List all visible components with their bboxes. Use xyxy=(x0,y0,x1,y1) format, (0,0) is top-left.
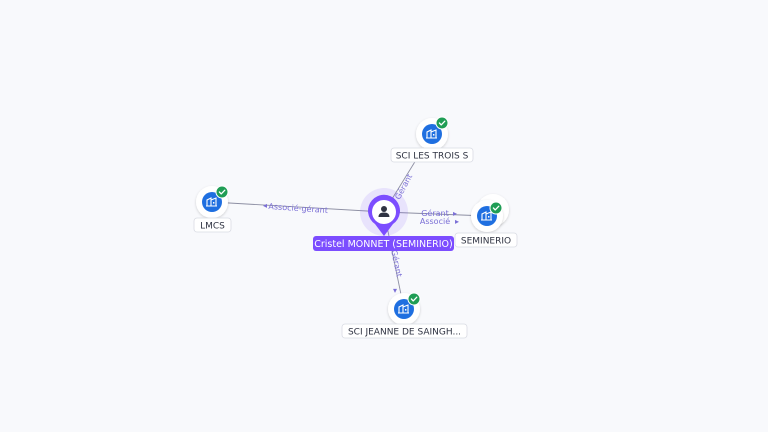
svg-text:SCI JEANNE DE SAINGH...: SCI JEANNE DE SAINGH... xyxy=(348,328,461,338)
node-label-seminerio[interactable]: SEMINERIO xyxy=(454,232,518,248)
building-icon xyxy=(206,197,217,207)
arrow-icon-sci-jeanne: ▾ xyxy=(393,286,397,295)
edge-labels: Gérant ◂ Associé-gérant Gérant ▸ Associé… xyxy=(263,172,459,295)
edge-label-seminerio-1: Gérant xyxy=(421,208,449,218)
node-lmcs[interactable] xyxy=(196,185,229,218)
center-label[interactable]: Cristel MONNET (SEMINERIO) xyxy=(313,236,454,251)
arrow-icon-lmcs: ◂ xyxy=(263,201,267,210)
verified-badge-icon xyxy=(435,116,449,130)
edge-label-sci-jeanne: Gérant xyxy=(389,249,405,278)
svg-text:SEMINERIO: SEMINERIO xyxy=(461,237,511,247)
edge-seminerio xyxy=(383,211,488,217)
verified-badge-icon xyxy=(407,292,421,306)
node-label-lmcs[interactable]: LMCS xyxy=(193,217,232,233)
arrow-icon-seminerio-1: ▸ xyxy=(453,209,457,218)
node-sci-jeanne[interactable] xyxy=(388,292,421,325)
node-label-sci-les-trois-s[interactable]: SCI LES TROIS S xyxy=(390,147,474,163)
person-icon xyxy=(378,206,390,217)
node-label-sci-jeanne[interactable]: SCI JEANNE DE SAINGH... xyxy=(341,323,468,339)
svg-text:LMCS: LMCS xyxy=(200,222,225,232)
edge-label-lmcs: Associé-gérant xyxy=(268,201,328,215)
arrow-icon-seminerio-2: ▸ xyxy=(455,217,459,226)
node-sci-les-trois-s[interactable] xyxy=(416,116,449,150)
verified-badge-icon xyxy=(489,201,503,215)
edge-label-seminerio-2: Associé xyxy=(420,216,450,226)
verified-badge-icon xyxy=(215,185,229,199)
building-icon xyxy=(426,129,437,139)
building-icon xyxy=(398,304,409,314)
center-node[interactable] xyxy=(360,188,408,236)
edge-lmcs xyxy=(211,201,385,213)
node-seminerio[interactable] xyxy=(471,194,509,232)
svg-text:Cristel MONNET (SEMINERIO): Cristel MONNET (SEMINERIO) xyxy=(314,239,453,250)
svg-text:SCI LES TROIS S: SCI LES TROIS S xyxy=(396,152,469,162)
